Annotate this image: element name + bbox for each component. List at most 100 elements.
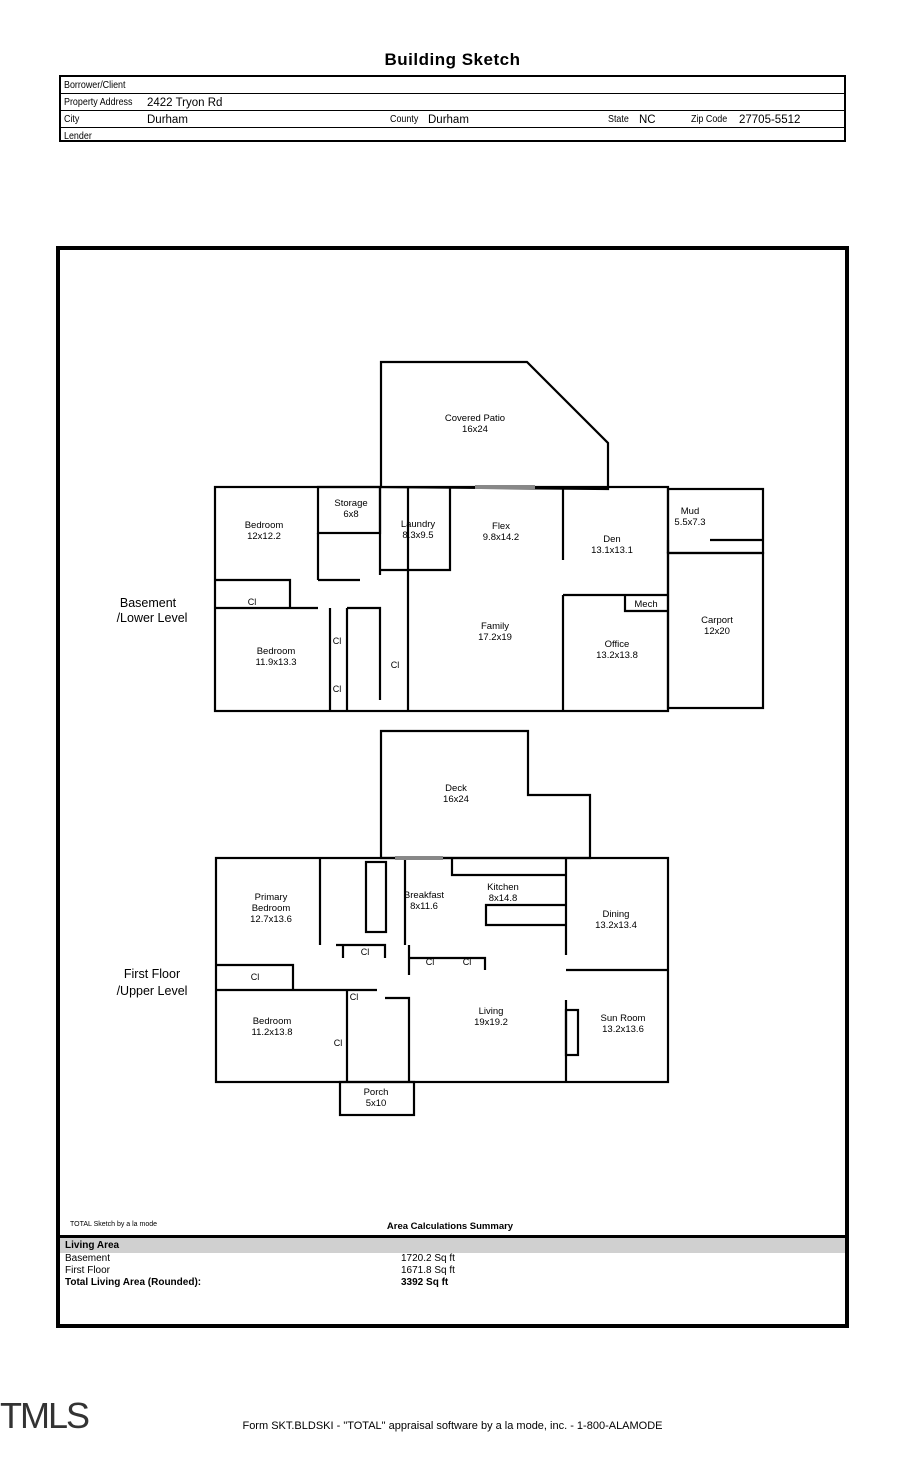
borrower-label: Borrower/Client: [64, 79, 126, 91]
room-name: Laundry: [401, 519, 436, 530]
room-dimensions: 17.2x19: [478, 632, 512, 643]
row-label: First Floor: [65, 1265, 110, 1276]
state-value: NC: [639, 114, 656, 126]
room-dimensions: 8x11.6: [410, 901, 438, 912]
room-dimensions: 5.5x7.3: [674, 517, 705, 528]
closet-label: Cl: [334, 1038, 343, 1048]
first-level-label-2: /Upper Level: [117, 984, 188, 998]
room-dimensions: 6x8: [343, 509, 358, 520]
summary-section: Living Area: [60, 1238, 845, 1253]
address-label: Property Address: [64, 96, 133, 108]
closet-label: Cl: [333, 636, 342, 646]
city-label: City: [64, 113, 80, 125]
room-name: Living: [479, 1006, 504, 1017]
borrower-row: Borrower/Client: [61, 77, 844, 94]
room-name: Bedroom: [253, 1016, 292, 1027]
summary-total: Total Living Area (Rounded): 3392 Sq ft: [60, 1277, 845, 1289]
closet-label: Cl: [333, 684, 342, 694]
room-name: Kitchen: [487, 882, 519, 893]
zip-label: Zip Code: [691, 113, 728, 125]
sketch-frame: [56, 246, 849, 1328]
room-dimensions: 13.2x13.6: [602, 1024, 644, 1035]
first-floor-walls: [214, 729, 670, 1117]
room-name: Den: [603, 534, 620, 545]
summary-title: Area Calculations Summary: [387, 1221, 514, 1232]
property-header: Borrower/Client Property Address 2422 Tr…: [59, 75, 846, 142]
closet-label: Cl: [463, 957, 472, 967]
covered-patio-outline: [379, 360, 610, 491]
address-value: 2422 Tryon Rd: [147, 97, 223, 109]
room-dimensions: 8.3x9.5: [402, 530, 433, 541]
room-name: Flex: [492, 521, 510, 532]
carport-outline: [666, 551, 765, 710]
room-dimensions: 16x24: [443, 794, 469, 805]
room-name: Dining: [603, 909, 630, 920]
row-value: 1720.2 Sq ft: [401, 1253, 455, 1264]
room-name: Sun Room: [601, 1013, 646, 1024]
total-label: Total Living Area (Rounded):: [65, 1277, 202, 1288]
mls-logo: TMLS: [0, 1395, 90, 1436]
state-label: State: [608, 113, 629, 125]
deck-outline: [379, 729, 592, 860]
room-name: Mud: [681, 506, 699, 517]
room-dimensions: 13.1x13.1: [591, 545, 633, 556]
room-name: Breakfast: [404, 890, 444, 901]
room-labels: Covered Patio16x24Storage6x8Bedroom12x12…: [245, 413, 733, 1109]
row-value: 1671.8 Sq ft: [401, 1265, 455, 1276]
porch-outline: [338, 1080, 416, 1117]
total-value: 3392 Sq ft: [401, 1277, 449, 1288]
room-name: Office: [605, 639, 630, 650]
room-name: Bedroom: [257, 646, 296, 657]
room-name: Deck: [445, 783, 467, 794]
room-dimensions: 9.8x14.2: [483, 532, 519, 543]
room-dimensions: 11.9x13.3: [255, 657, 296, 668]
closet-label: Cl: [350, 992, 359, 1002]
room-name: Porch: [364, 1087, 389, 1098]
room-dimensions: 19x19.2: [474, 1017, 508, 1028]
lender-label: Lender: [64, 130, 92, 142]
closet-labels: Cl Cl Cl Cl Cl Cl Cl Cl Cl Cl: [248, 597, 472, 1048]
room-name: Family: [481, 621, 509, 632]
room-name: Mech: [634, 599, 657, 610]
basement-walls: [213, 360, 765, 713]
county-label: County: [390, 113, 419, 125]
level-labels: Basement /Lower Level First Floor /Upper…: [117, 596, 188, 998]
closet-label: Cl: [426, 957, 435, 967]
city-value: Durham: [147, 114, 188, 126]
lender-row: Lender: [61, 128, 844, 144]
room-dimensions: 13.2x13.8: [596, 650, 638, 661]
room-dimensions: 5x10: [366, 1098, 387, 1109]
first-level-label: First Floor: [124, 967, 180, 981]
room-name: Bedroom: [245, 520, 284, 531]
room-dimensions: 12x12.2: [247, 531, 281, 542]
sketch-credit: TOTAL Sketch by a la mode: [70, 1221, 157, 1228]
room-dimensions: 16x24: [462, 424, 488, 435]
summary-row: Basement 1720.2 Sq ft: [60, 1253, 845, 1265]
room-dimensions: 12x20: [704, 626, 730, 637]
room-dimensions: 12.7x13.6: [250, 914, 292, 925]
page-title: Building Sketch: [384, 50, 521, 69]
address-row: Property Address 2422 Tryon Rd: [61, 94, 844, 111]
room-name: Bedroom: [252, 903, 291, 914]
room-dimensions: 8x14.8: [489, 893, 518, 904]
room-name: Carport: [701, 615, 733, 626]
closet-label: Cl: [251, 972, 260, 982]
city-row: City Durham County Durham State NC Zip C…: [61, 111, 844, 128]
room-dimensions: 13.2x13.4: [595, 920, 637, 931]
area-summary: Living Area Basement 1720.2 Sq ft First F…: [60, 1235, 845, 1326]
closet-label: Cl: [248, 597, 257, 607]
room-name: Storage: [334, 498, 367, 509]
closet-label: Cl: [361, 947, 370, 957]
room-name: Primary: [255, 892, 288, 903]
basement-level-label: Basement: [120, 596, 177, 610]
zip-value: 27705-5512: [739, 114, 801, 126]
closet-label: Cl: [391, 660, 400, 670]
county-value: Durham: [428, 114, 469, 126]
room-dimensions: 11.2x13.8: [251, 1027, 292, 1038]
row-label: Basement: [65, 1253, 111, 1264]
basement-level-label-2: /Lower Level: [117, 611, 188, 625]
room-name: Covered Patio: [445, 413, 505, 424]
summary-row: First Floor 1671.8 Sq ft: [60, 1265, 845, 1277]
